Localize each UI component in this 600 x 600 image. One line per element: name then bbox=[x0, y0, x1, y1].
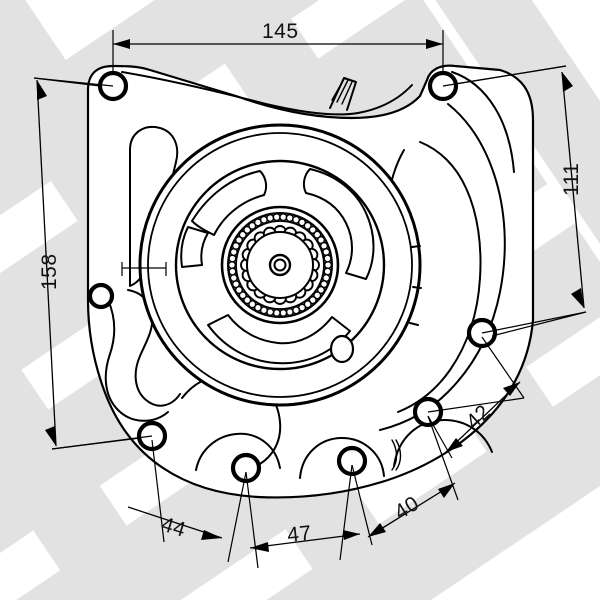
dimension-145: 145 bbox=[112, 20, 444, 74]
dimension-47-label: 47 bbox=[286, 522, 313, 547]
internal-width-tick bbox=[121, 262, 167, 276]
dimension-145-label: 145 bbox=[262, 20, 299, 43]
flange-segment-ticks bbox=[409, 245, 422, 326]
leader-lines bbox=[33, 65, 587, 450]
center-bore-inner bbox=[273, 258, 287, 272]
outer-disc-inner-edge bbox=[147, 132, 413, 398]
hatch-tab-detail bbox=[329, 77, 357, 111]
dimension-111-label: 111 bbox=[560, 163, 583, 196]
dimension-47: 47 bbox=[245, 464, 361, 569]
bolt-hole-bottom-2 bbox=[230, 452, 262, 484]
center-hub-assembly bbox=[138, 123, 422, 407]
bolt-hole-bottom-3 bbox=[336, 445, 368, 477]
dimension-158-label: 158 bbox=[38, 253, 61, 290]
dimension-111: 111 bbox=[454, 65, 587, 337]
housing-upper-contour bbox=[121, 71, 515, 173]
small-boss bbox=[329, 334, 355, 364]
impeller-vanes bbox=[180, 168, 375, 365]
bolt-hole-mid-left bbox=[87, 282, 115, 310]
inner-gear bbox=[240, 225, 320, 305]
